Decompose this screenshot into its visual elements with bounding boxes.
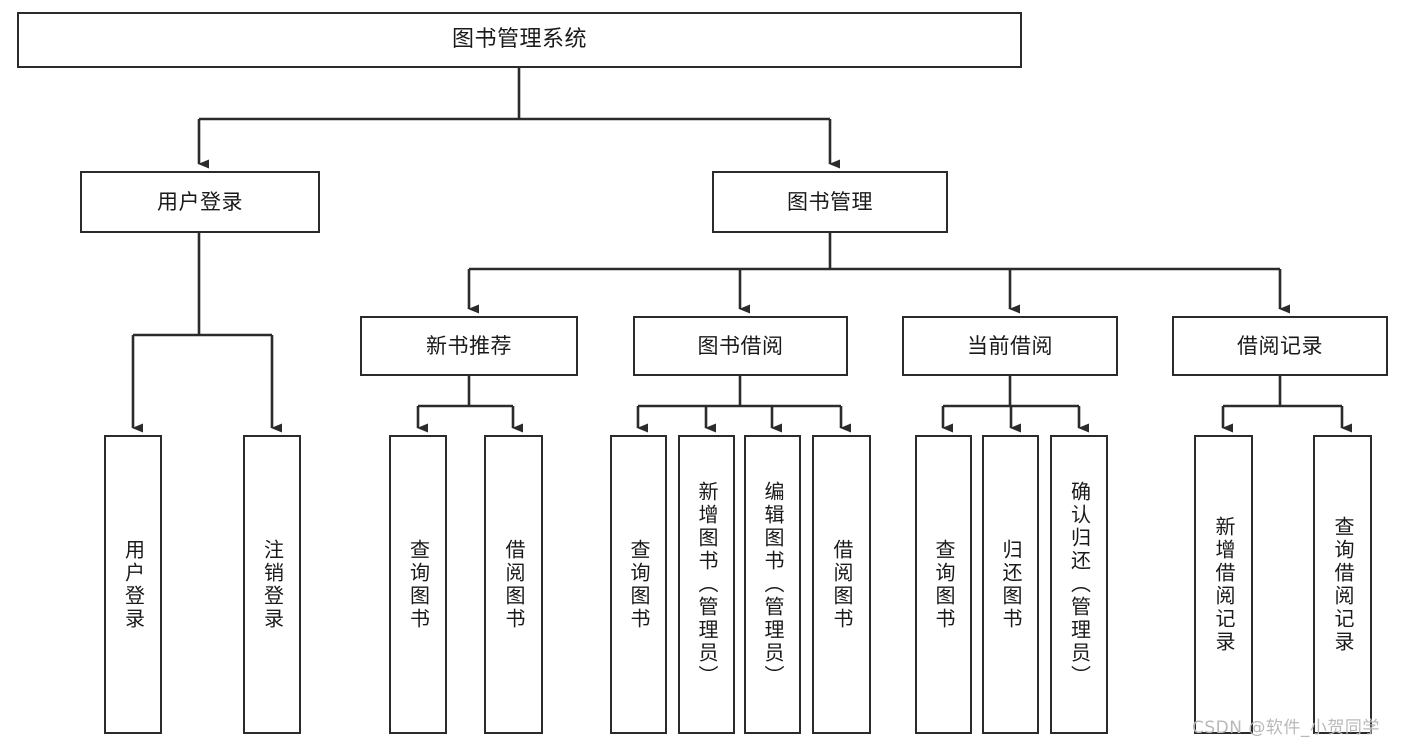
node-label: 新书推荐 (426, 333, 512, 358)
node-label: 图书管理 (787, 189, 873, 214)
node-label: 查询图书 (627, 538, 651, 631)
node-leaf-record-query[interactable]: 查询借阅记录 (1313, 435, 1372, 734)
node-label: 用户登录 (157, 189, 243, 214)
node-label: 图书管理系统 (451, 27, 587, 53)
node-label: 确认归还（管理员） (1067, 481, 1092, 688)
node-label: 新增借阅记录 (1212, 515, 1236, 654)
node-label: 查询借阅记录 (1331, 515, 1355, 654)
node-leaf-current-query[interactable]: 查询图书 (915, 435, 972, 734)
node-system-root[interactable]: 图书管理系统 (17, 12, 1022, 68)
node-user-login[interactable]: 用户登录 (80, 171, 320, 233)
node-leaf-current-confirm[interactable]: 确认归还（管理员） (1050, 435, 1108, 734)
node-leaf-borrow-query[interactable]: 查询图书 (610, 435, 667, 734)
node-leaf-newbook-query[interactable]: 查询图书 (389, 435, 447, 734)
node-label: 新增图书（管理员） (695, 481, 719, 688)
node-leaf-borrow-book[interactable]: 借阅图书 (812, 435, 871, 734)
node-leaf-borrow-add[interactable]: 新增图书（管理员） (678, 435, 735, 734)
node-leaf-borrow-edit[interactable]: 编辑图书（管理员） (744, 435, 801, 734)
node-leaf-user-logout[interactable]: 注销登录 (243, 435, 301, 734)
node-label: 借阅记录 (1237, 333, 1323, 358)
node-borrow-records[interactable]: 借阅记录 (1172, 316, 1388, 376)
csdn-watermark: CSDN @软件_小贺同学 (1192, 718, 1380, 738)
node-label: 归还图书 (999, 538, 1023, 631)
node-label: 借阅图书 (502, 538, 526, 631)
node-new-book-recommend[interactable]: 新书推荐 (360, 316, 578, 376)
node-label: 查询图书 (406, 538, 431, 631)
node-leaf-current-return[interactable]: 归还图书 (982, 435, 1039, 734)
node-current-borrow[interactable]: 当前借阅 (902, 316, 1118, 376)
node-book-borrow[interactable]: 图书借阅 (633, 316, 848, 376)
node-label: 编辑图书（管理员） (761, 481, 785, 688)
node-label: 注销登录 (260, 538, 285, 631)
node-leaf-newbook-borrow[interactable]: 借阅图书 (484, 435, 543, 734)
node-label: 图书借阅 (697, 333, 784, 358)
node-book-management[interactable]: 图书管理 (712, 171, 948, 233)
node-label: 查询图书 (932, 538, 956, 631)
node-label: 当前借阅 (967, 333, 1053, 358)
node-label: 借阅图书 (830, 538, 854, 631)
node-leaf-user-login[interactable]: 用户登录 (104, 435, 162, 734)
node-label: 用户登录 (121, 538, 146, 631)
node-leaf-record-add[interactable]: 新增借阅记录 (1194, 435, 1253, 734)
